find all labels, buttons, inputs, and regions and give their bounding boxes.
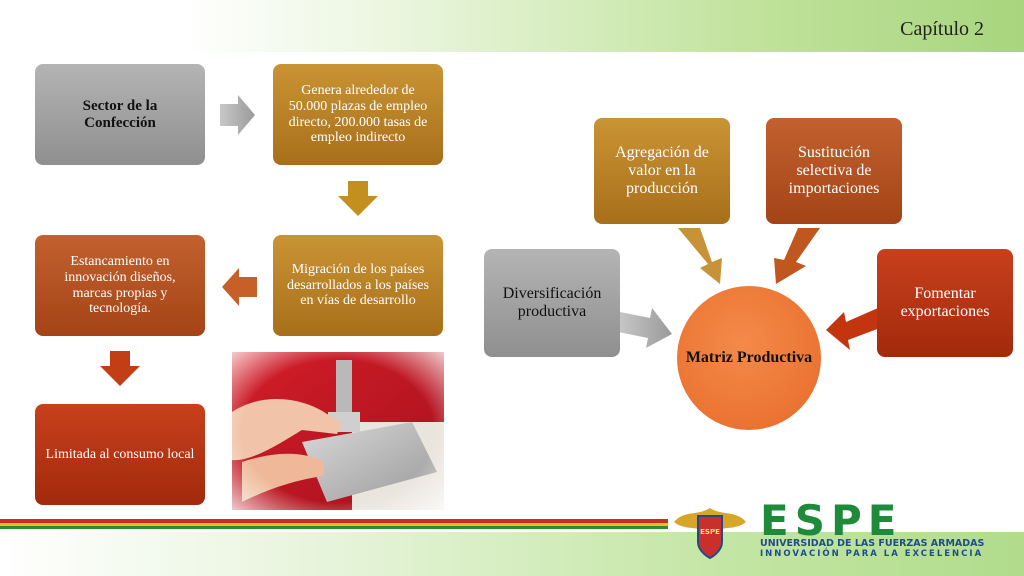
espe-crest-icon: ESPE bbox=[674, 508, 746, 560]
svg-text:ESPE: ESPE bbox=[700, 528, 720, 536]
estancamiento-box: Estancamiento en innovación diseños, mar… bbox=[35, 235, 205, 336]
arrow-to-center-icon bbox=[774, 228, 820, 284]
sustitucion-box: Sustitución selectiva de importaciones bbox=[766, 118, 902, 224]
espe-logo: ESPE ESPE UNIVERSIDAD DE LAS FUERZAS ARM… bbox=[668, 498, 1024, 560]
arrow-right-icon bbox=[220, 95, 255, 135]
espe-subtitle: UNIVERSIDAD DE LAS FUERZAS ARMADAS bbox=[760, 538, 985, 549]
footer-stripe-yellow bbox=[0, 523, 668, 526]
empleo-box: Genera alrededor de 50.000 plazas de emp… bbox=[273, 64, 443, 165]
sector-box: Sector de la Confección bbox=[35, 64, 205, 165]
arrow-down-icon bbox=[100, 351, 140, 386]
arrow-to-center-icon bbox=[678, 228, 722, 284]
limitada-box: Limitada al consumo local bbox=[35, 404, 205, 505]
migracion-box: Migración de los países desarrollados a … bbox=[273, 235, 443, 336]
arrow-down-icon bbox=[338, 181, 378, 216]
agregacion-box: Agregación de valor en la producción bbox=[594, 118, 730, 224]
espe-wordmark: ESPE bbox=[760, 496, 903, 545]
diversificacion-box: Diversificación productiva bbox=[484, 249, 620, 357]
footer-stripe-red bbox=[0, 519, 668, 523]
fomentar-box: Fomentar exportaciones bbox=[877, 249, 1013, 357]
matriz-productiva-circle: Matriz Productiva bbox=[677, 286, 821, 430]
arrow-to-center-icon bbox=[826, 308, 880, 350]
footer-stripe-green bbox=[0, 526, 668, 529]
sewing-machine-photo bbox=[232, 352, 444, 510]
espe-tagline: INNOVACIÓN PARA LA EXCELENCIA bbox=[760, 549, 984, 559]
footer-band bbox=[0, 532, 1024, 576]
arrow-left-icon bbox=[222, 268, 257, 306]
header-band bbox=[0, 0, 1024, 52]
arrow-to-center-icon bbox=[618, 308, 672, 348]
chapter-title: Capítulo 2 bbox=[900, 18, 984, 40]
